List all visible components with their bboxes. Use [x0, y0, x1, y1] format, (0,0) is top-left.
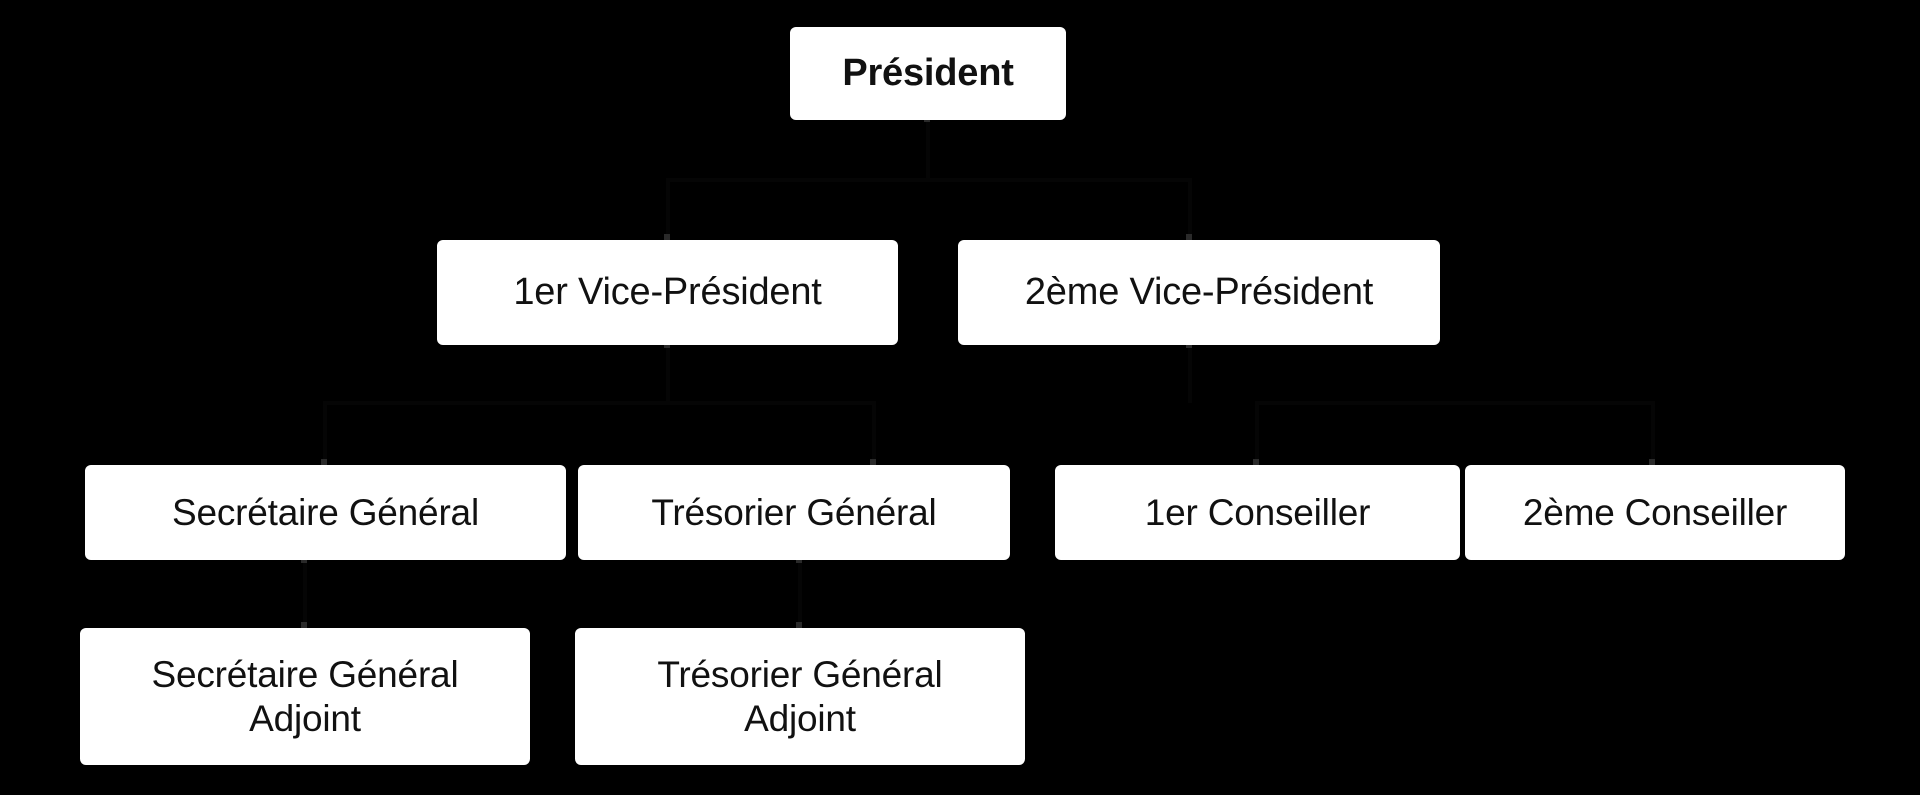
connector-vp2-trunk	[1188, 345, 1192, 403]
node-2eme-conseiller[interactable]: 2ème Conseiller	[1465, 465, 1845, 560]
stub-c1-top	[1253, 459, 1259, 468]
node-1er-vice-president[interactable]: 1er Vice-Président	[437, 240, 898, 345]
node-1er-conseiller[interactable]: 1er Conseiller	[1055, 465, 1460, 560]
node-secretaire-general-adjoint-label: Secrétaire Général Adjoint	[151, 653, 459, 739]
connector-sg-to-sga	[303, 560, 307, 628]
node-president[interactable]: Président	[790, 27, 1066, 120]
connector-bus-vp2-children	[1255, 401, 1655, 405]
node-secretaire-general-label: Secrétaire Général	[172, 491, 479, 533]
stub-sg-top	[321, 459, 327, 468]
node-2eme-vice-president-label: 2ème Vice-Président	[1024, 271, 1374, 314]
stub-c2-top	[1649, 459, 1655, 468]
connector-drop-vp2	[1188, 178, 1192, 240]
connector-president-trunk	[926, 120, 930, 180]
stub-sga-top	[301, 622, 307, 631]
node-2eme-conseiller-label: 2ème Conseiller	[1522, 491, 1788, 533]
node-tresorier-general-label: Trésorier Général	[651, 491, 937, 533]
node-1er-vice-president-label: 1er Vice-Président	[513, 271, 822, 314]
connector-drop-c1	[1255, 401, 1259, 465]
connector-bus-vp1-children	[323, 401, 876, 405]
connector-drop-tg	[872, 401, 876, 465]
connector-vp1-trunk	[666, 345, 670, 403]
node-tresorier-general-adjoint[interactable]: Trésorier Général Adjoint	[575, 628, 1025, 765]
stub-vp1-top	[664, 234, 670, 243]
node-1er-conseiller-label: 1er Conseiller	[1144, 491, 1371, 533]
connector-drop-vp1	[666, 178, 670, 240]
node-tresorier-general-adjoint-label: Trésorier Général Adjoint	[657, 653, 943, 739]
stub-tg-top	[870, 459, 876, 468]
node-2eme-vice-president[interactable]: 2ème Vice-Président	[958, 240, 1440, 345]
stub-tga-top	[796, 622, 802, 631]
connector-tg-to-tga	[798, 560, 802, 628]
node-tresorier-general[interactable]: Trésorier Général	[578, 465, 1010, 560]
node-president-label: Président	[842, 52, 1014, 95]
stub-vp2-top	[1186, 234, 1192, 243]
connector-bus-level2	[666, 178, 1192, 182]
connector-drop-sg	[323, 401, 327, 465]
connector-drop-c2	[1651, 401, 1655, 465]
node-secretaire-general[interactable]: Secrétaire Général	[85, 465, 566, 560]
node-secretaire-general-adjoint[interactable]: Secrétaire Général Adjoint	[80, 628, 530, 765]
